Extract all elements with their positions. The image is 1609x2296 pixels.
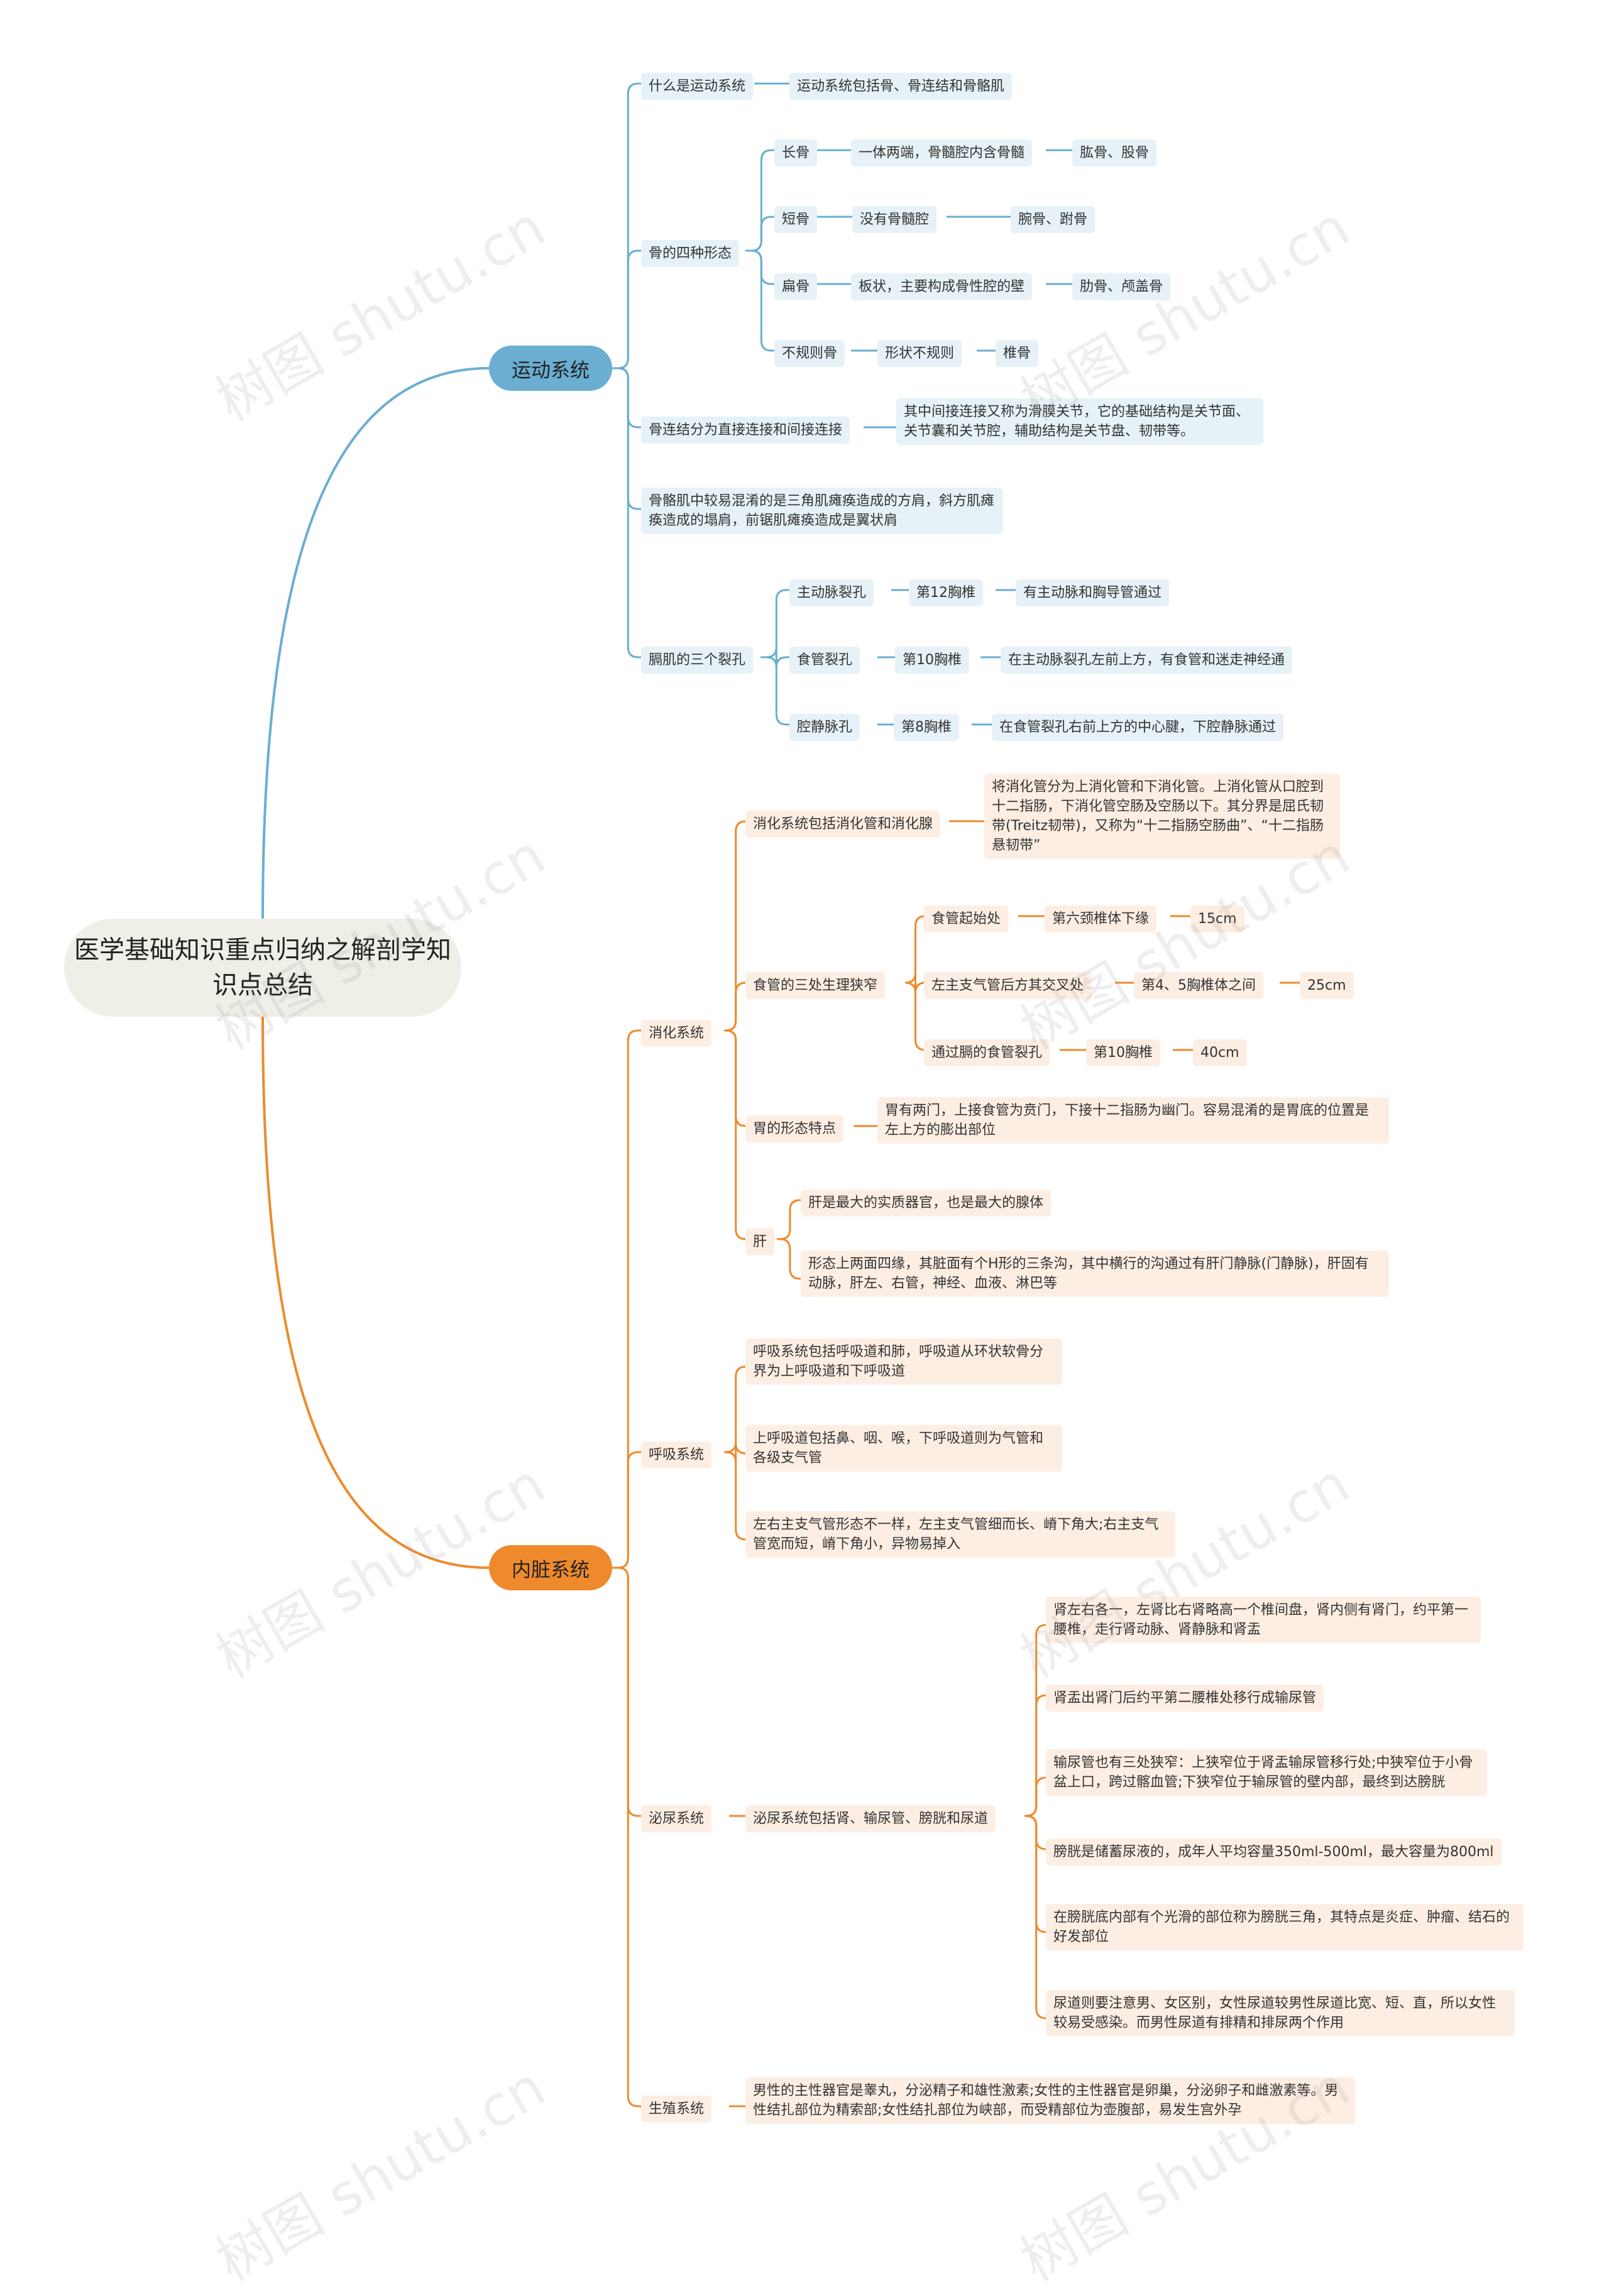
topic-node[interactable]: 25cm <box>1300 972 1354 999</box>
branch-motor-system[interactable]: 运动系统 <box>489 346 612 391</box>
connector <box>612 1566 641 1817</box>
connector <box>612 1566 641 2107</box>
connector <box>612 367 641 510</box>
topic-node[interactable]: 没有骨髓腔 <box>852 206 937 233</box>
branch-visceral-system[interactable]: 内脏系统 <box>489 1545 612 1590</box>
topic-node[interactable]: 肝是最大的实质器官，也是最大的腺体 <box>801 1189 1052 1216</box>
topic-node[interactable]: 有主动脉和胸导管通过 <box>1016 579 1170 606</box>
branch-label: 内脏系统 <box>512 1558 590 1582</box>
topic-node[interactable]: 什么是运动系统 <box>641 73 754 100</box>
connector <box>612 1029 641 1569</box>
connector <box>1024 1776 1046 1817</box>
connector <box>905 981 926 1051</box>
topic-node[interactable]: 骨连结分为直接连接和间接连接 <box>641 417 850 444</box>
branch-label: 运动系统 <box>512 359 590 382</box>
topic-node[interactable]: 在主动脉裂孔左前上方，有食管和迷走神经通 <box>1001 647 1293 674</box>
topic-node[interactable]: 第12胸椎 <box>909 579 983 606</box>
topic-node[interactable]: 骨的四种形态 <box>641 240 740 267</box>
connector <box>612 1451 641 1569</box>
topic-node[interactable]: 呼吸系统 <box>641 1441 712 1468</box>
topic-node[interactable]: 骨骼肌中较易混淆的是三角肌瘫痪造成的方肩，斜方肌瘫痪造成的塌肩，前锯肌瘫痪造成是… <box>641 488 1003 534</box>
topic-node[interactable]: 胃的形态特点 <box>745 1115 844 1142</box>
connector <box>612 249 641 369</box>
topic-node[interactable]: 膀胱是储蓄尿液的，成年人平均容量350ml-500ml，最大容量为800ml <box>1046 1839 1502 1866</box>
topic-node[interactable]: 肾盂出肾门后约平第二腰椎处移行成输尿管 <box>1046 1685 1324 1712</box>
topic-node[interactable]: 上呼吸道包括鼻、咽、喉，下呼吸道则为气管和各级支气管 <box>745 1425 1062 1472</box>
connector <box>261 367 490 919</box>
connector <box>724 981 746 1032</box>
topic-node[interactable]: 在食管裂孔右前上方的中心腱，下腔静脉通过 <box>992 714 1284 741</box>
topic-node[interactable]: 膈肌的三个裂孔 <box>641 647 754 674</box>
connector <box>777 1199 801 1240</box>
topic-node[interactable]: 15cm <box>1190 905 1244 932</box>
connector <box>612 82 641 369</box>
connector <box>761 647 789 668</box>
topic-node[interactable]: 食管的三处生理狭窄 <box>745 972 886 999</box>
topic-node[interactable]: 第10胸椎 <box>1086 1039 1160 1066</box>
topic-node[interactable]: 腕骨、跗骨 <box>1011 206 1096 233</box>
connector <box>1024 1815 1046 2020</box>
topic-node[interactable]: 呼吸系统包括呼吸道和肺，呼吸道从环状软骨分界为上呼吸道和下呼吸道 <box>745 1338 1062 1385</box>
topic-node[interactable]: 扁骨 <box>774 273 818 300</box>
topic-node[interactable]: 食管起始处 <box>924 905 1009 932</box>
topic-node[interactable]: 泌尿系统包括肾、输尿管、膀胱和尿道 <box>745 1805 996 1832</box>
topic-node[interactable]: 肱骨、股骨 <box>1072 139 1157 167</box>
topic-node[interactable]: 板状，主要构成骨性腔的壁 <box>851 273 1033 300</box>
topic-node[interactable]: 消化系统 <box>641 1020 712 1047</box>
topic-node[interactable]: 形态上两面四缘，其脏面有个H形的三条沟，其中横行的沟通过有肝门静脉(门静脉)，肝… <box>801 1250 1389 1297</box>
connector <box>724 1029 746 1240</box>
topic-node[interactable]: 第4、5胸椎体之间 <box>1134 972 1263 999</box>
topic-node[interactable]: 形状不规则 <box>877 340 962 367</box>
topic-node[interactable]: 生殖系统 <box>641 2096 712 2123</box>
topic-node[interactable]: 40cm <box>1193 1039 1247 1066</box>
topic-node[interactable]: 短骨 <box>774 206 818 233</box>
topic-node[interactable]: 肾左右各一，左肾比右肾略高一个椎间盘，肾内侧有肾门，约平第一腰椎，走行肾动脉、肾… <box>1046 1597 1481 1643</box>
root-topic[interactable]: 医学基础知识重点归纳之解剖学知识点总结 <box>64 919 461 1017</box>
connector <box>612 367 641 429</box>
connector <box>761 656 789 726</box>
topic-node[interactable]: 胃有两门，上接食管为贲门，下接十二指肠为幽门。容易混淆的是胃底的位置是左上方的膨… <box>877 1097 1389 1144</box>
topic-node[interactable]: 肋骨、颅盖骨 <box>1072 273 1171 300</box>
topic-node[interactable]: 左右主支气管形态不一样，左主支气管细而长、嵴下角大;右主支气管宽而短，嵴下角小，… <box>745 1511 1175 1558</box>
topic-node[interactable]: 男性的主性器官是睾丸，分泌精子和雄性激素;女性的主性器官是卵巢，分泌卵子和雌激素… <box>745 2077 1355 2124</box>
topic-node[interactable]: 一体两端，骨髓腔内含骨髓 <box>851 139 1033 167</box>
connector <box>261 1016 490 1569</box>
connector <box>905 972 926 993</box>
topic-node[interactable]: 肝 <box>745 1228 775 1255</box>
topic-node[interactable]: 第六颈椎体下缘 <box>1045 905 1157 932</box>
connector <box>745 216 774 252</box>
topic-node[interactable]: 输尿管也有三处狭窄：上狭窄位于肾盂输尿管移行处;中狭窄位于小骨盆上口，跨过髂血管… <box>1046 1749 1487 1796</box>
topic-node[interactable]: 在膀胱底内部有个光滑的部位称为膀胱三角，其特点是炎症、肿瘤、结石的好发部位 <box>1046 1904 1524 1950</box>
connector <box>745 149 774 252</box>
topic-node[interactable]: 第10胸椎 <box>895 647 969 674</box>
topic-node[interactable]: 椎骨 <box>996 340 1039 367</box>
mind-map-canvas: { "root": "医学基础知识重点归纳之解剖学知识点总结", "waterm… <box>64 73 1524 2293</box>
topic-node[interactable]: 长骨 <box>774 139 818 167</box>
topic-node[interactable]: 不规则骨 <box>774 340 845 367</box>
topic-node[interactable]: 泌尿系统 <box>641 1805 712 1832</box>
connector <box>724 1365 746 1453</box>
connector-lines <box>261 82 1300 2107</box>
topic-node[interactable]: 左主支气管后方其交叉处 <box>924 972 1092 999</box>
topic-node[interactable]: 主动脉裂孔 <box>789 579 874 606</box>
topic-node[interactable]: 第8胸椎 <box>894 714 959 741</box>
topic-node[interactable]: 通过膈的食管裂孔 <box>924 1039 1050 1066</box>
topic-node[interactable]: 食管裂孔 <box>789 647 860 674</box>
connector <box>612 367 641 659</box>
topic-node[interactable]: 其中间接连接又称为滑膜关节，它的基础结构是关节面、关节囊和关节腔，辅助结构是关节… <box>896 398 1263 445</box>
root-label: 医学基础知识重点归纳之解剖学知识点总结 <box>74 936 451 1000</box>
connector <box>745 249 774 352</box>
topic-node[interactable]: 尿道则要注意男、女区别，女性尿道较男性尿道比宽、短、直，所以女性较易受感染。而男… <box>1046 1990 1515 2036</box>
connector <box>777 1238 801 1280</box>
topic-node[interactable]: 将消化管分为上消化管和下消化管。上消化管从口腔到十二指肠，下消化管空肠及空肠以下… <box>984 774 1340 859</box>
connector <box>761 589 789 659</box>
topic-node[interactable]: 运动系统包括骨、骨连结和骨骼肌 <box>789 73 1013 100</box>
connector <box>724 1451 746 1541</box>
topic-node[interactable]: 腔静脉孔 <box>789 714 860 741</box>
topic-node[interactable]: 消化系统包括消化管和消化腺 <box>745 811 941 838</box>
